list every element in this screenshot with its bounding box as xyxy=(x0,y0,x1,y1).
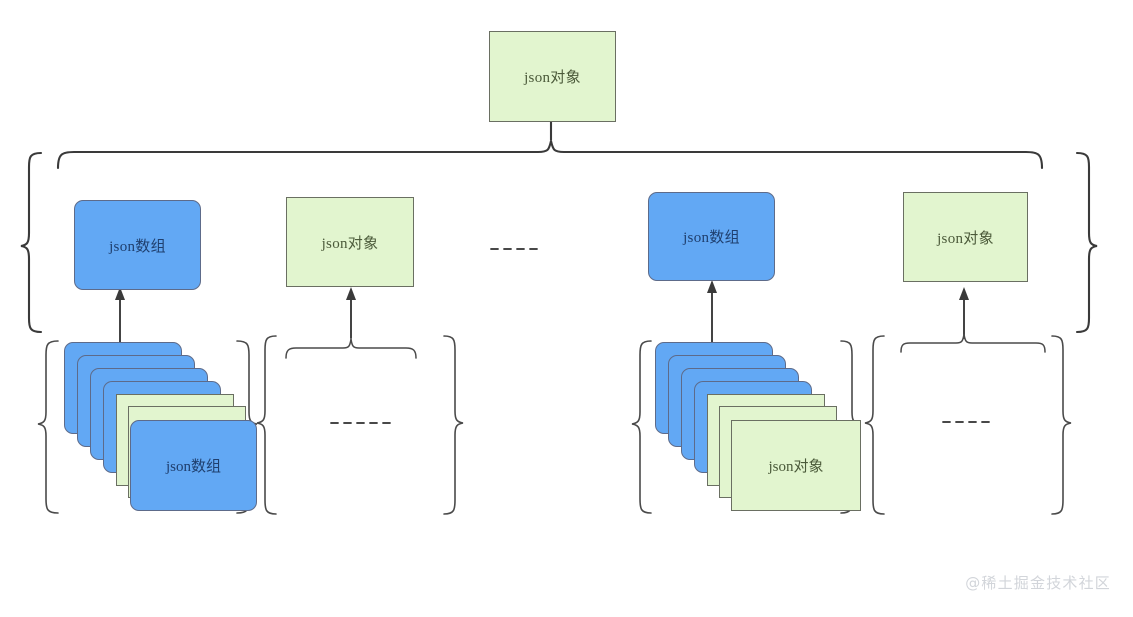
row2-json-array-label-1: json数组 xyxy=(109,238,166,255)
card-stack-column-1[interactable]: json数组 xyxy=(64,342,257,517)
group2-inner-top-brace xyxy=(285,338,417,359)
row2-json-array-box-2[interactable]: json数组 xyxy=(648,192,775,281)
stack-front-label-column-3: json对象 xyxy=(768,459,824,475)
arrow-head-col2 xyxy=(346,287,356,300)
watermark-text: @稀土掘金技术社区 xyxy=(965,574,1111,592)
top-brace xyxy=(56,140,1044,170)
group2-left-brace xyxy=(256,335,277,515)
row2-json-array-label-2: json数组 xyxy=(683,230,740,246)
group2-right-brace xyxy=(443,335,464,515)
root-json-object-label: json对象 xyxy=(524,70,581,86)
group4-right-brace xyxy=(1051,335,1072,515)
group1-left-brace xyxy=(37,340,59,514)
arrow-head-col4 xyxy=(959,287,969,300)
stack-card-front[interactable]: json对象 xyxy=(731,420,861,511)
group4-inner-top-brace xyxy=(900,333,1046,353)
row2-json-object-label-1: json对象 xyxy=(321,235,379,252)
row2-json-object-box-2[interactable]: json对象 xyxy=(903,192,1028,282)
stack-card-front[interactable]: json数组 xyxy=(130,420,257,511)
outer-right-brace xyxy=(1075,151,1098,334)
row2-json-object-label-2: json对象 xyxy=(937,230,994,247)
row2-json-array-box-1[interactable]: json数组 xyxy=(74,200,201,290)
card-stack-column-3[interactable]: json对象 xyxy=(655,342,861,517)
stack-front-label-column-1: json数组 xyxy=(165,459,221,475)
root-json-object-box[interactable]: json对象 xyxy=(489,31,616,122)
group3-left-brace xyxy=(631,340,652,514)
row2-json-object-box-1[interactable]: json对象 xyxy=(286,197,414,287)
outer-left-brace xyxy=(20,151,43,334)
group4-left-brace xyxy=(864,335,885,515)
arrow-head-col3 xyxy=(707,280,717,293)
